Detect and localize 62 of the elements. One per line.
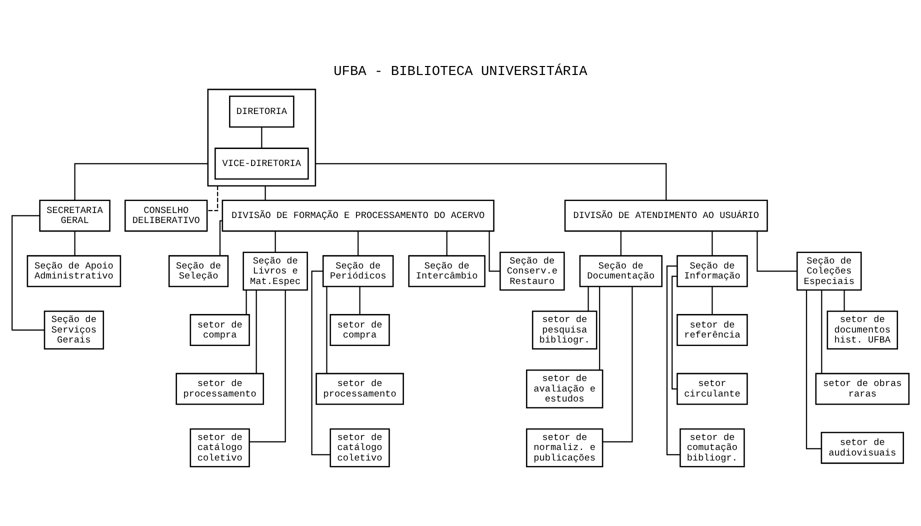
connector (74, 230, 76, 256)
connector (756, 230, 797, 272)
node-box: Seção de Livros e Mat.Espec (242, 251, 308, 290)
connector (74, 162, 208, 200)
connector (12, 214, 44, 330)
connector (446, 230, 448, 256)
node-box: SECRETARIA GERAL (39, 199, 110, 232)
node-box: setor de comutação bibliogr. (680, 428, 745, 467)
node-box: Seção de Periódicos (322, 254, 394, 287)
connector (315, 162, 667, 200)
node-box: setor de normaliz. e publicações (526, 428, 604, 467)
node-box: Seção de Informação (676, 254, 748, 287)
connector (712, 286, 713, 314)
connector (246, 290, 247, 314)
node-box: setor de compra (190, 314, 250, 346)
node-box: Seção de Conserv.e Restauro (500, 251, 565, 290)
cluster (207, 88, 316, 186)
connector (311, 270, 330, 455)
connector (599, 286, 600, 370)
node-box: DIVISÃO DE ATENDIMENTO AO USUÁRIO (564, 199, 768, 232)
node-box: setor de referência (676, 314, 748, 346)
connector (250, 290, 286, 442)
connector (844, 290, 845, 311)
node-box: Seção de Coleções Especiais (796, 251, 862, 290)
node-box: Seção de Intercâmbio (408, 254, 486, 287)
node-box: Seção de Serviços Gerais (44, 310, 104, 349)
connector (672, 275, 678, 389)
connector (588, 286, 589, 311)
connector (261, 126, 262, 148)
node-box: DIRETORIA (229, 95, 294, 128)
node-box: setor de documentos hist. UFBA (826, 310, 898, 349)
connector (806, 290, 822, 449)
diagram-title: UFBA - BIBLIOTECA UNIVERSITÁRIA (334, 64, 588, 80)
node-box: Seção de Apoio Administrativo (26, 254, 122, 287)
node-box: setor de obras raras (815, 372, 910, 404)
node-box: setor de catálogo coletivo (190, 428, 250, 467)
node-box: CONSELHO DELIBERATIVO (124, 199, 208, 232)
node-box: setor de avaliação e estudos (526, 369, 604, 408)
node-box: setor circulante (676, 372, 748, 404)
connector (358, 230, 359, 256)
node-box: Seção de Seleção (168, 254, 229, 287)
node-box: setor de processamento (176, 372, 264, 404)
connector (274, 230, 276, 252)
connector (219, 220, 222, 256)
connector (264, 185, 266, 200)
node-box: setor de pesquisa bibliogr. (532, 310, 598, 349)
node-box: setor de catálogo coletivo (330, 428, 390, 467)
node-box: DIVISÃO DE FORMAÇÃO E PROCESSAMENTO DO ACERVO (222, 199, 494, 232)
connector (602, 286, 633, 442)
connector (620, 230, 622, 256)
node-box: VICE-DIRETORIA (214, 147, 309, 180)
connector (712, 230, 713, 256)
connector (326, 286, 328, 374)
connector (256, 290, 257, 373)
node-box: Seção de Documentação (579, 254, 663, 287)
connector (821, 290, 822, 373)
connector (207, 185, 218, 211)
connector (359, 286, 360, 314)
node-box: setor de audiovisuais (820, 431, 904, 464)
node-box: setor de compra (330, 314, 390, 346)
connector (488, 230, 500, 272)
node-box: setor de processamento (316, 372, 404, 404)
